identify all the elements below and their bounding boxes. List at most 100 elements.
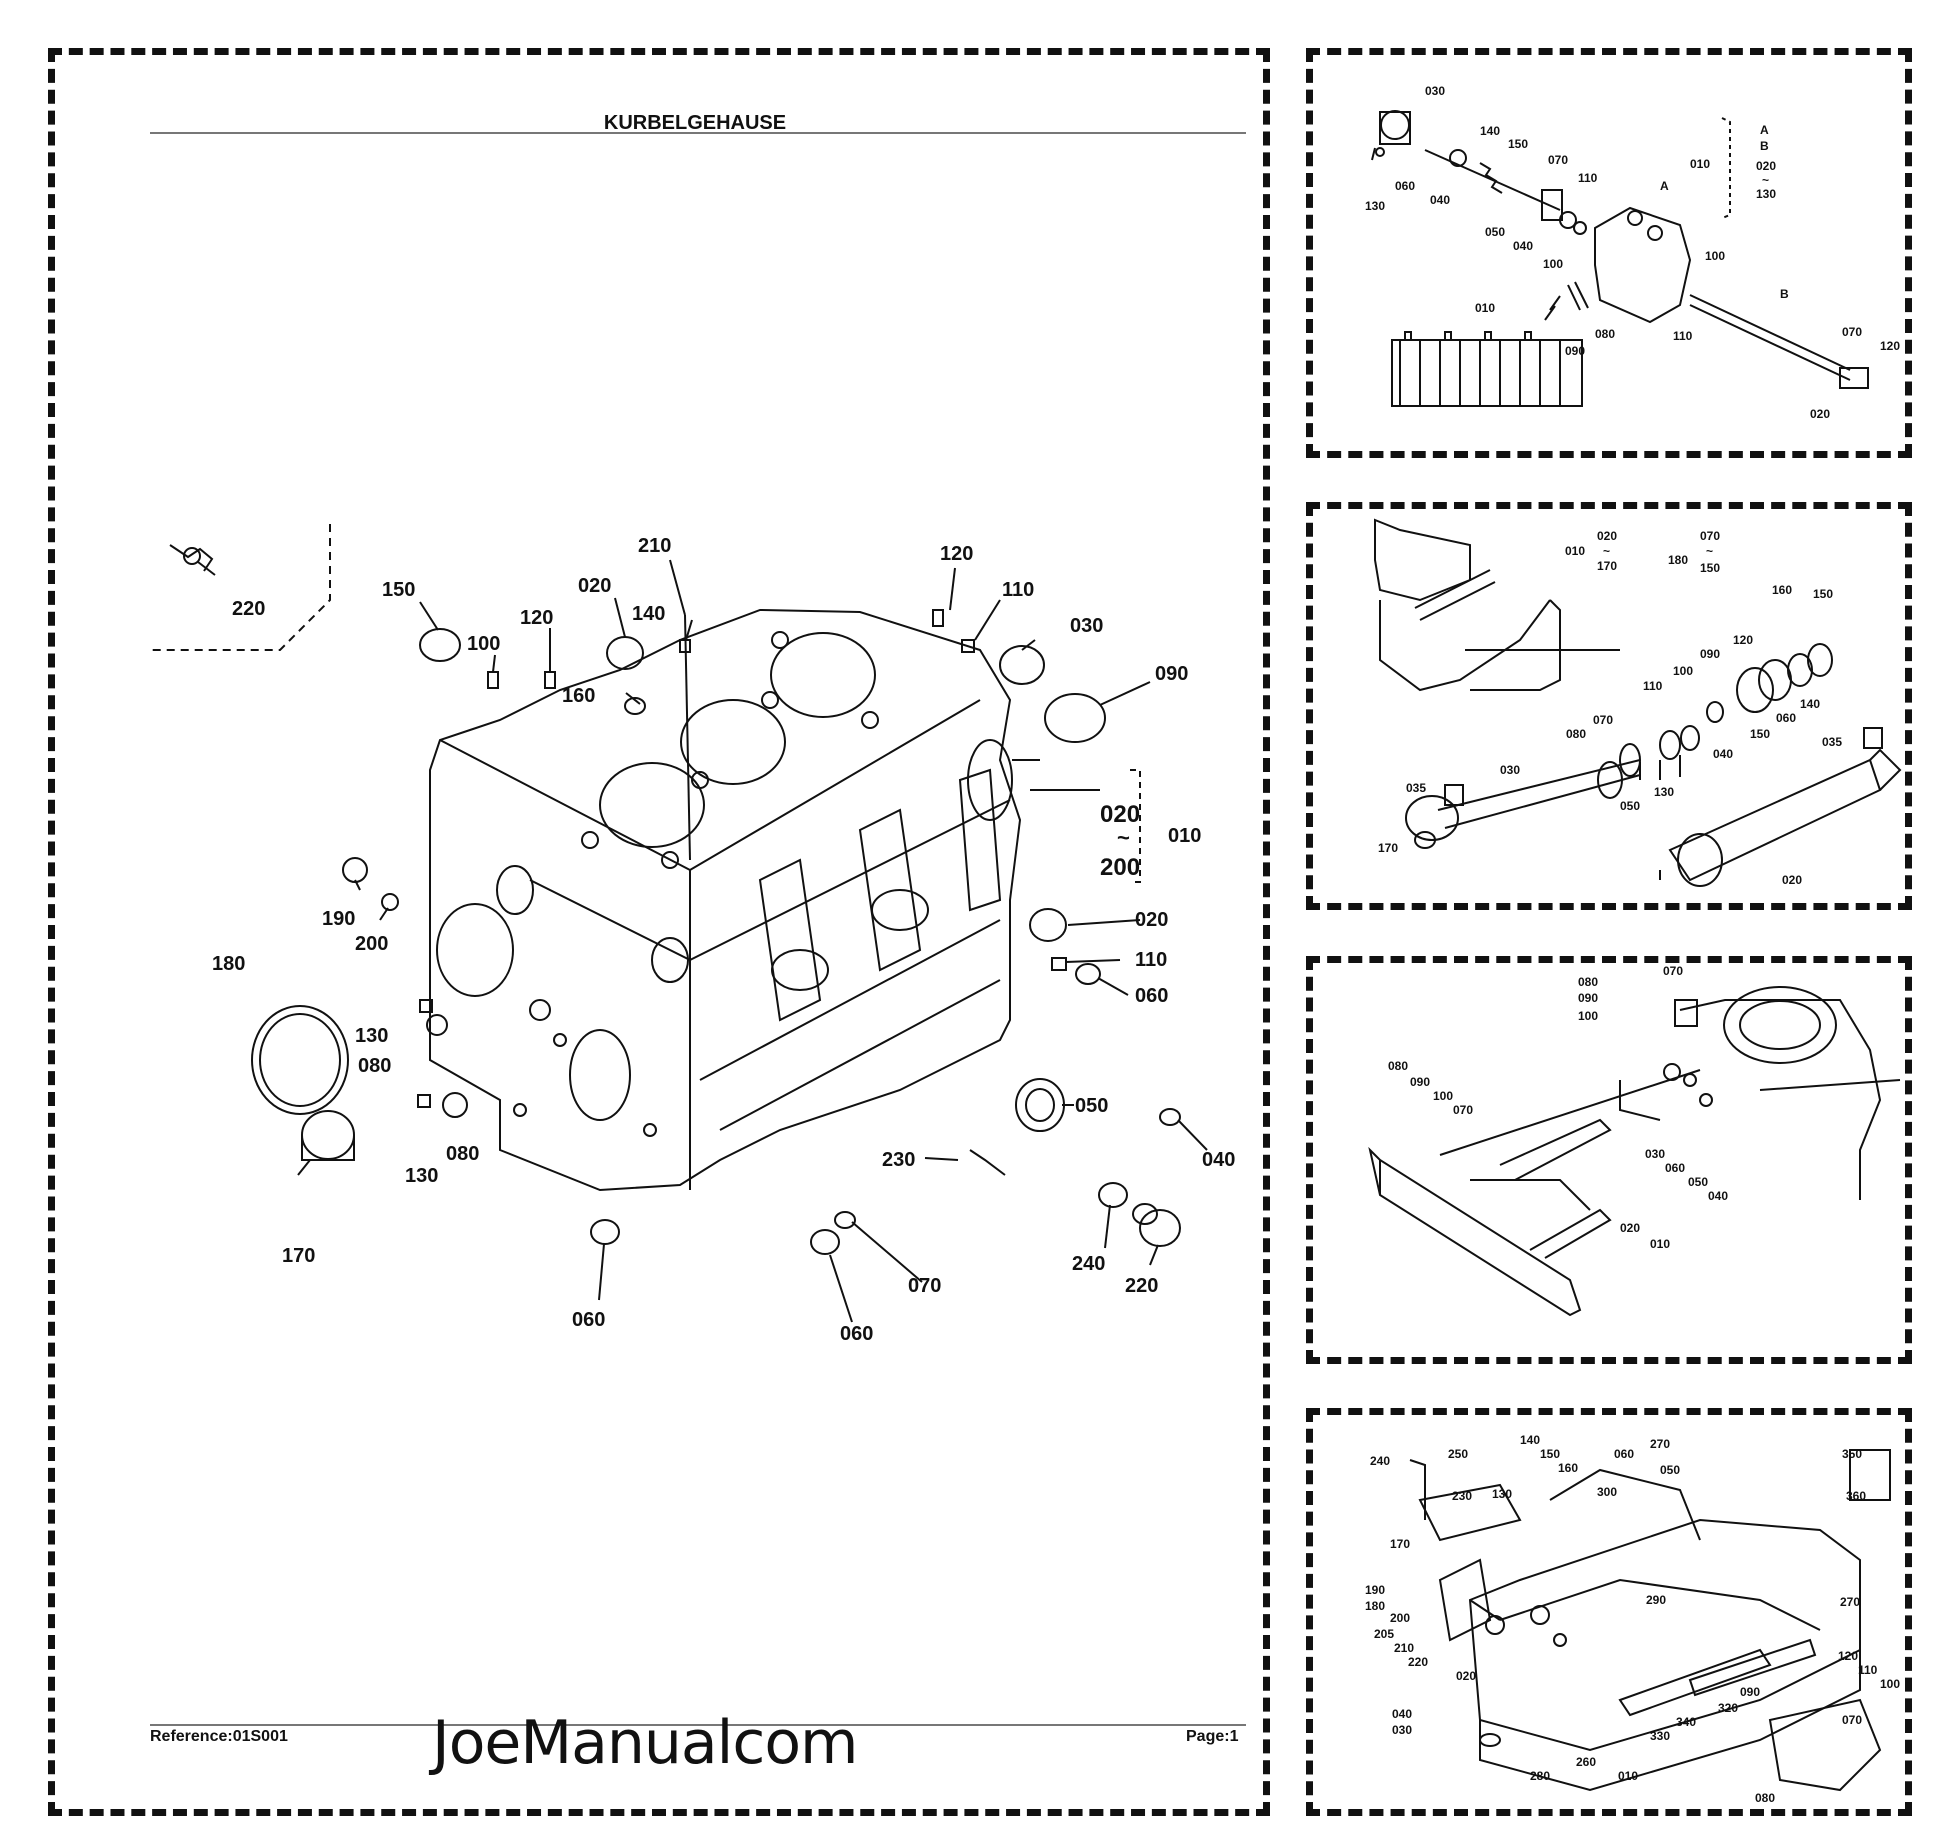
frame-030: 030	[1392, 1723, 1412, 1737]
valve-090: 090	[1565, 344, 1585, 358]
callout-180: 180	[212, 953, 245, 975]
valve-040-a: 040	[1430, 193, 1450, 207]
valve-080: 080	[1595, 327, 1615, 341]
callout-080-lower: 080	[446, 1143, 479, 1165]
cyl-140: 140	[1800, 697, 1820, 711]
blade-080-b: 080	[1388, 1059, 1408, 1073]
cyl-180: 180	[1668, 553, 1688, 567]
range-to: 200	[1100, 854, 1140, 881]
valve-range-tilde: ~	[1762, 173, 1769, 187]
frame-205: 205	[1374, 1627, 1394, 1641]
frame-250: 250	[1448, 1447, 1468, 1461]
blade-050: 050	[1688, 1175, 1708, 1189]
cyl-100: 100	[1673, 664, 1693, 678]
callout-220: 220	[1125, 1275, 1158, 1297]
cyl-050: 050	[1620, 799, 1640, 813]
valve-040-b: 040	[1513, 239, 1533, 253]
frame-320: 320	[1718, 1701, 1738, 1715]
valve-110-b: 110	[1673, 329, 1693, 343]
page-label: Page:1	[1186, 1728, 1239, 1745]
valve-range-to: 130	[1756, 187, 1776, 201]
blade-panel-frame	[1306, 956, 1912, 1364]
cylinder-panel-frame	[1306, 502, 1912, 910]
blade-100-a: 100	[1578, 1009, 1598, 1023]
blade-100-b: 100	[1433, 1089, 1453, 1103]
valve-130: 130	[1365, 199, 1385, 213]
valve-range-b: B	[1760, 139, 1769, 153]
valve-100-a: 100	[1543, 257, 1563, 271]
cyl-030: 030	[1500, 763, 1520, 777]
frame-170: 170	[1390, 1537, 1410, 1551]
blade-090-a: 090	[1578, 991, 1598, 1005]
cyl-010: 010	[1565, 544, 1585, 558]
cyl-130: 130	[1654, 785, 1674, 799]
sheet-title: KURBELGEHAUSE	[603, 112, 787, 134]
blade-060: 060	[1665, 1161, 1685, 1175]
frame-280: 280	[1530, 1769, 1550, 1783]
frame-130: 130	[1492, 1487, 1512, 1501]
callout-070: 070	[908, 1275, 941, 1297]
callout-050: 050	[1075, 1095, 1108, 1117]
cyl-090: 090	[1700, 647, 1720, 661]
callout-210: 210	[638, 535, 671, 557]
frame-330: 330	[1650, 1729, 1670, 1743]
frame-260: 260	[1576, 1755, 1596, 1769]
frame-160: 160	[1558, 1461, 1578, 1475]
callout-200: 200	[355, 933, 388, 955]
valve-140: 140	[1480, 124, 1500, 138]
valve-B: B	[1780, 287, 1789, 301]
callout-040: 040	[1202, 1149, 1235, 1171]
main-sheet-frame	[48, 48, 1270, 1816]
frame-140: 140	[1520, 1433, 1540, 1447]
main-callouts: 220 210 120 150 020 140 110 030 100 120 …	[212, 535, 1235, 1345]
frame-350: 350	[1842, 1447, 1862, 1461]
frame-180: 180	[1365, 1599, 1385, 1613]
cyl-020: 020	[1782, 873, 1802, 887]
valve-110-a: 110	[1578, 171, 1598, 185]
cyl-060: 060	[1776, 711, 1796, 725]
cyl-080: 080	[1566, 727, 1586, 741]
cyl-tilde-a: ~	[1603, 544, 1610, 558]
cyl-070: 070	[1593, 713, 1613, 727]
valve-A: A	[1660, 179, 1669, 193]
blade-080-a: 080	[1578, 975, 1598, 989]
frame-panel-frame	[1306, 1408, 1912, 1816]
callout-080-upper: 080	[358, 1055, 391, 1077]
cyl-070-range: 070	[1700, 529, 1720, 543]
callout-140: 140	[632, 603, 665, 625]
frame-150: 150	[1540, 1447, 1560, 1461]
valve-callouts: 030 130 060 040 140 150 050 040 070 100 …	[1365, 84, 1900, 421]
callout-240: 240	[1072, 1253, 1105, 1275]
cyl-tilde-b: ~	[1706, 544, 1713, 558]
callout-060-left: 060	[572, 1309, 605, 1331]
frame-070: 070	[1842, 1713, 1862, 1727]
frame-270-b: 270	[1840, 1595, 1860, 1609]
footer-rule	[150, 1724, 1246, 1726]
cyl-035-a: 035	[1406, 781, 1426, 795]
cyl-110: 110	[1643, 679, 1663, 693]
callout-130-lower: 130	[405, 1165, 438, 1187]
frame-200: 200	[1390, 1611, 1410, 1625]
frame-240: 240	[1370, 1454, 1390, 1468]
callout-190: 190	[322, 908, 355, 930]
callout-150: 150	[382, 579, 415, 601]
frame-110: 110	[1858, 1663, 1878, 1677]
callout-130-upper: 130	[355, 1025, 388, 1047]
callout-030: 030	[1070, 615, 1103, 637]
cylinder-drawing	[1374, 518, 1902, 887]
cyl-150-a: 150	[1813, 587, 1833, 601]
title-rule	[150, 132, 1246, 134]
valve-070-b: 070	[1842, 325, 1862, 339]
callout-170: 170	[282, 1245, 315, 1267]
frame-230: 230	[1452, 1489, 1472, 1503]
callout-060-right: 060	[1135, 985, 1168, 1007]
callout-110-top: 110	[1002, 579, 1034, 601]
callout-220-small: 220	[232, 598, 265, 620]
cyl-020: 020	[1597, 529, 1617, 543]
callout-020-right: 020	[1135, 909, 1168, 931]
valve-010-top: 010	[1690, 157, 1710, 171]
frame-360: 360	[1846, 1489, 1866, 1503]
watermark-text: JoeManualcom	[432, 1708, 858, 1778]
blade-010: 010	[1650, 1237, 1670, 1251]
